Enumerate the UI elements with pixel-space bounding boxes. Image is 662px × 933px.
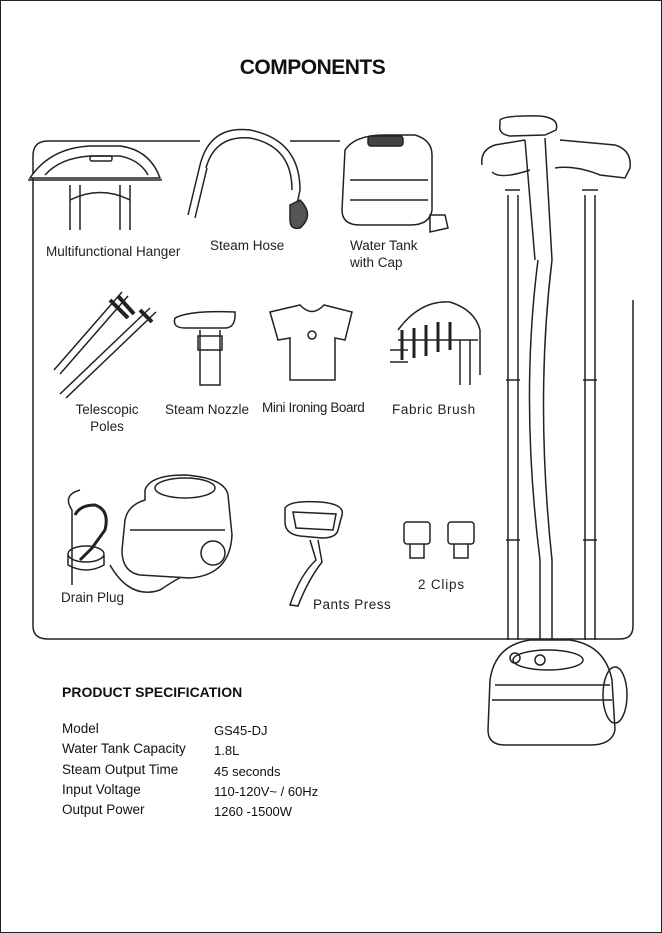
pants-press-image (285, 502, 342, 606)
label-water-tank: Water Tank with Cap (350, 237, 418, 271)
steamer-base-small-image (122, 475, 232, 578)
label-2-clips: 2 Clips (418, 576, 465, 593)
label-steam-nozzle: Steam Nozzle (165, 401, 249, 418)
assembled-steamer-image (482, 116, 630, 745)
spec-value: GS45-DJ (214, 723, 267, 738)
spec-key: Water Tank Capacity (62, 741, 186, 756)
label-telescopic-poles: Telescopic Poles (70, 401, 144, 435)
spec-value: 45 seconds (214, 764, 281, 779)
label-mini-ironing-board: Mini Ironing Board (262, 399, 364, 416)
telescopic-poles-image (54, 292, 156, 398)
spec-value: 110-120V~ / 60Hz (214, 784, 318, 799)
label-pants-press: Pants Press (313, 596, 391, 613)
mini-ironing-board-image (270, 305, 352, 380)
hanger-image (28, 146, 162, 230)
label-fabric-brush: Fabric Brush (392, 401, 476, 418)
steam-hose-image (188, 129, 308, 228)
label-multifunctional-hanger: Multifunctional Hanger (46, 243, 180, 260)
spec-value: 1.8L (214, 743, 239, 758)
label-drain-plug: Drain Plug (61, 589, 124, 606)
spec-value: 1260 -1500W (214, 804, 292, 819)
spec-key: Steam Output Time (62, 762, 178, 777)
spec-key: Model (62, 721, 99, 736)
label-steam-hose: Steam Hose (210, 237, 284, 254)
spec-key: Input Voltage (62, 782, 141, 797)
fabric-brush-image (390, 302, 480, 385)
water-tank-image (342, 135, 448, 232)
clips-image (404, 522, 474, 558)
spec-title: PRODUCT SPECIFICATION (62, 684, 242, 700)
steam-nozzle-image (174, 312, 235, 385)
spec-key: Output Power (62, 802, 145, 817)
